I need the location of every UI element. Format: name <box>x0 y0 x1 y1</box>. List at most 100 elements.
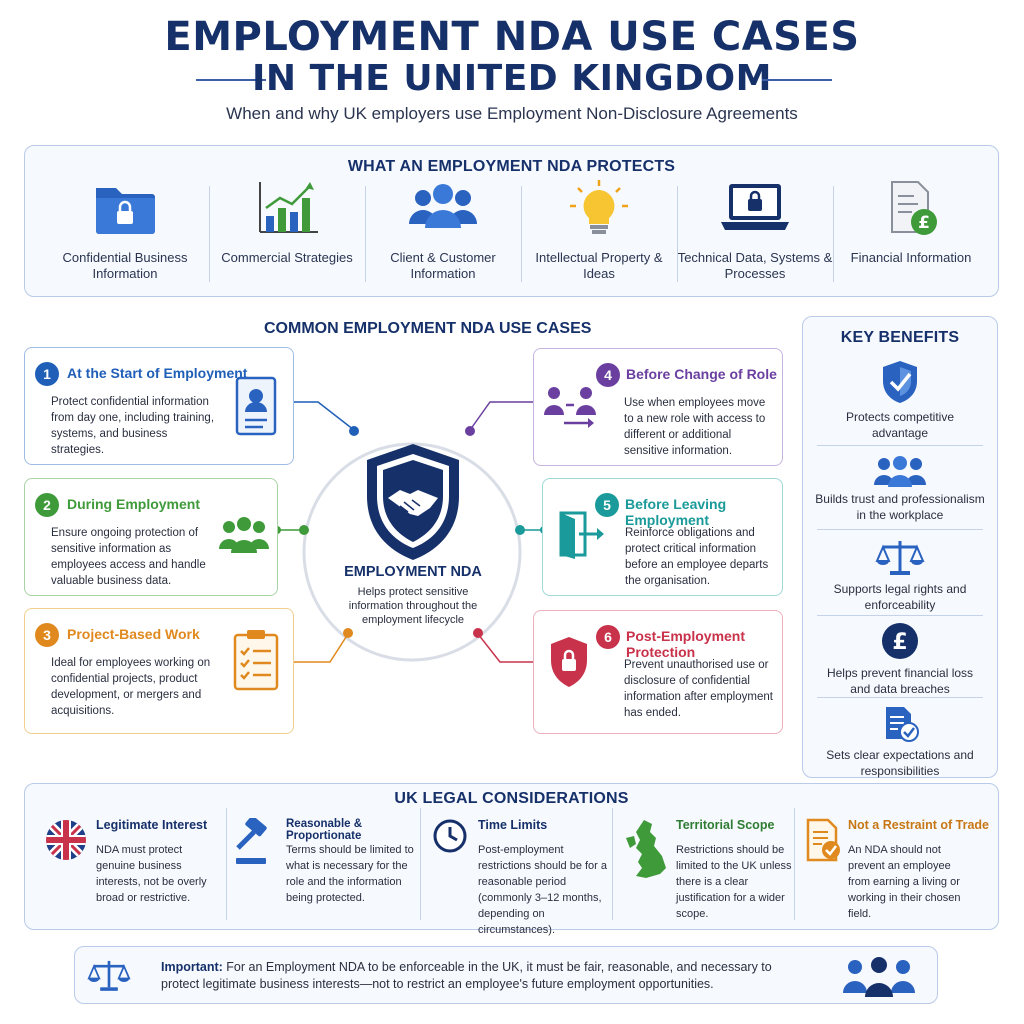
card-description: Reinforce obligations and protect critic… <box>625 527 769 587</box>
protects-panel: WHAT AN EMPLOYMENT NDA PROTECTS Confiden… <box>24 145 999 297</box>
benefit-item: Sets clear expectations and responsibili… <box>803 705 997 779</box>
legal-title: Time Limits <box>478 818 548 832</box>
divider <box>521 186 522 282</box>
financial-document-icon: £ <box>891 181 937 235</box>
legal-item-reasonable: Reasonable & Proportionate Terms should … <box>232 818 418 928</box>
svg-text:£: £ <box>892 630 907 655</box>
use-case-card-2: 2 During Employment Ensure ongoing prote… <box>24 478 278 596</box>
card-description: Ideal for employees working on confident… <box>51 657 211 717</box>
clock-icon <box>433 819 467 853</box>
benefit-label: Builds trust and professionalism in the … <box>815 492 985 522</box>
benefit-item: Supports legal rights and enforceability <box>803 537 997 613</box>
divider <box>794 808 795 920</box>
card-title: Post-Employment Protection <box>626 628 746 660</box>
card-number: 3 <box>35 623 59 647</box>
legal-title: Legitimate Interest <box>96 818 208 832</box>
pound-coin-icon: £ <box>882 623 918 659</box>
divider <box>209 186 210 282</box>
people-group-icon <box>843 957 915 997</box>
card-number: 2 <box>35 493 59 517</box>
use-cases-heading: COMMON EMPLOYMENT NDA USE CASES <box>264 320 592 337</box>
protect-label: Commercial Strategies <box>221 250 353 265</box>
divider <box>833 186 834 282</box>
legal-title: Reasonable & Proportionate <box>286 818 363 842</box>
card-description: Use when employees move to a new role wi… <box>624 397 766 457</box>
legal-item-restraint: Not a Restraint of Trade An NDA should n… <box>804 818 994 928</box>
center-title: EMPLOYMENT NDA <box>344 564 482 580</box>
card-title: During Employment <box>67 496 201 512</box>
benefits-panel: KEY BENEFITS Protects competitive advant… <box>802 316 998 778</box>
protect-item-ip: Intellectual Property & Ideas <box>521 176 677 286</box>
legal-title: Not a Restraint of Trade <box>848 818 989 832</box>
legal-title: Territorial Scope <box>676 818 775 832</box>
protect-item-client: Client & Customer Information <box>365 176 521 286</box>
document-check-icon <box>886 707 919 742</box>
important-body: For an Employment NDA to be enforceable … <box>161 960 772 991</box>
team-icon <box>219 517 269 553</box>
clipboard-checklist-icon <box>233 630 279 691</box>
legal-item-time-limits: Time Limits Post-employment restrictions… <box>432 818 612 936</box>
divider <box>817 697 983 698</box>
legal-description: Terms should be limited to what is neces… <box>286 844 414 904</box>
protect-item-commercial: Commercial Strategies <box>209 176 365 286</box>
legal-description: NDA must protect genuine business intere… <box>96 844 207 904</box>
card-number: 5 <box>595 493 619 517</box>
divider <box>817 615 983 616</box>
card-description: Ensure ongoing protection of sensitive i… <box>51 527 206 587</box>
card-description: Prevent unauthorised use or disclosure o… <box>624 659 773 719</box>
divider <box>420 808 421 920</box>
page-title-line2: IN THE UNITED KINGDOM <box>252 58 772 99</box>
gavel-icon <box>236 818 267 864</box>
legal-description: Post-employment restrictions should be f… <box>478 844 608 936</box>
card-title: Before Leaving Employment <box>625 496 727 528</box>
shield-check-icon <box>883 361 917 403</box>
shield-lock-icon <box>551 637 587 687</box>
lightbulb-icon <box>570 180 628 234</box>
scales-icon <box>87 960 131 991</box>
protect-item-confidential: Confidential Business Information <box>47 176 203 286</box>
svg-text:£: £ <box>918 213 930 233</box>
card-title: At the Start of Employment <box>67 365 248 381</box>
card-number: 4 <box>596 363 620 387</box>
card-title: Project-Based Work <box>67 626 200 642</box>
important-note: Important: For an Employment NDA to be e… <box>74 946 938 1004</box>
benefit-item: Protects competitive advantage <box>803 359 997 441</box>
growth-chart-icon <box>259 182 318 233</box>
card-number: 1 <box>35 362 59 386</box>
card-title: Before Change of Role <box>626 366 777 382</box>
page-title: EMPLOYMENT NDA USE CASES <box>164 14 860 60</box>
protect-label: Technical Data, Systems & Processes <box>677 250 833 281</box>
important-text: Important: For an Employment NDA to be e… <box>161 959 801 993</box>
benefits-heading: KEY BENEFITS <box>840 329 960 346</box>
legal-heading: UK LEGAL CONSIDERATIONS <box>394 790 629 807</box>
use-case-card-5: 5 Before Leaving Employment Reinforce ob… <box>542 478 783 596</box>
divider <box>612 808 613 920</box>
title-rule-left <box>196 79 266 81</box>
benefit-label: Supports legal rights and enforceability <box>833 582 967 612</box>
benefit-label: Sets clear expectations and responsibili… <box>826 748 974 778</box>
benefit-label: Helps prevent financial loss and data br… <box>826 666 974 696</box>
protects-heading: WHAT AN EMPLOYMENT NDA PROTECTS <box>347 158 676 175</box>
divider <box>365 186 366 282</box>
important-label: Important: <box>161 960 223 974</box>
legal-item-legitimate-interest: Legitimate Interest NDA must protect gen… <box>40 818 224 928</box>
legal-description: Restrictions should be limited to the UK… <box>676 844 792 920</box>
protect-label: Intellectual Property & Ideas <box>535 250 663 281</box>
people-group-icon <box>409 184 477 228</box>
protect-label: Confidential Business Information <box>62 250 188 281</box>
people-group-icon <box>874 456 926 487</box>
legal-item-territorial: Territorial Scope Restrictions should be… <box>624 818 792 928</box>
use-case-card-4: 4 Before Change of Role Use when employe… <box>533 348 783 466</box>
benefit-item: £ Helps prevent financial loss and data … <box>803 621 997 697</box>
document-badge-icon <box>806 818 840 862</box>
scales-icon <box>875 541 925 575</box>
protect-item-financial: £ Financial Information <box>833 176 989 286</box>
protect-label: Financial Information <box>850 250 972 265</box>
id-document-icon <box>235 376 277 436</box>
divider <box>817 529 983 530</box>
protect-item-technical: Technical Data, Systems & Processes <box>677 176 833 286</box>
divider <box>677 186 678 282</box>
use-case-card-1: 1 At the Start of Employment Protect con… <box>24 347 294 465</box>
legal-description: An NDA should not prevent an employee fr… <box>848 844 961 920</box>
